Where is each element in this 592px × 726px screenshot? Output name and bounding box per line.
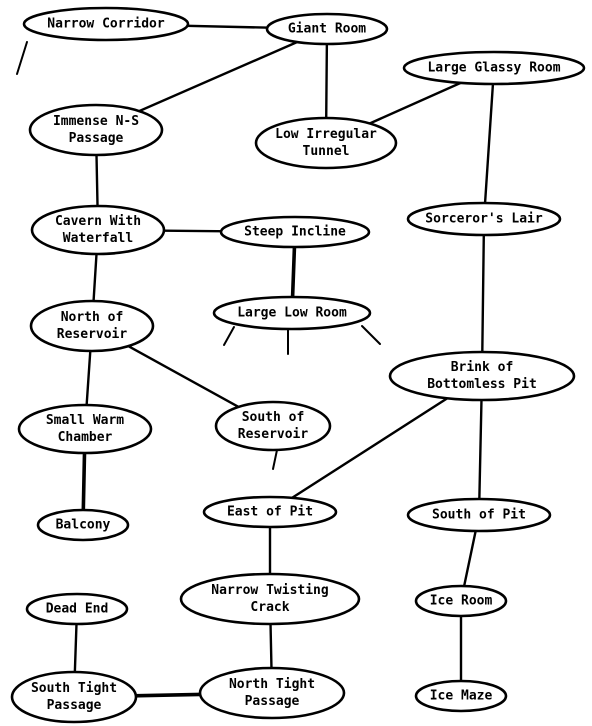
room-label: South Tight <box>31 681 117 696</box>
room-steep-incline: Steep Incline <box>219 215 371 249</box>
room-ice-room: Ice Room <box>414 584 508 618</box>
room-label: Steep Incline <box>244 225 346 240</box>
room-oval <box>202 495 338 529</box>
room-oval <box>214 400 332 452</box>
connection-large-glassy-room-to-sorcerors-lair <box>482 66 496 221</box>
room-narrow-corridor: Narrow Corridor <box>22 6 190 42</box>
room-giant-room: Giant Room <box>265 12 389 46</box>
room-label: Dead End <box>46 602 109 617</box>
room-oval <box>406 201 562 237</box>
room-oval <box>29 299 155 353</box>
passage-stub-1 <box>16 41 28 75</box>
room-oval <box>36 508 130 542</box>
room-large-glassy-room: Large Glassy Room <box>402 50 586 86</box>
room-label: Large Low Room <box>237 306 347 321</box>
room-oval <box>179 572 361 626</box>
room-label: Narrow Corridor <box>47 17 165 32</box>
room-label: Low Irregular <box>275 127 377 142</box>
room-label: South of Pit <box>432 508 526 523</box>
room-label: Crack <box>250 600 289 615</box>
passage-stub-5 <box>272 449 278 470</box>
room-label: Balcony <box>56 518 111 533</box>
room-label: Chamber <box>58 430 113 445</box>
room-north-of-reservoir: North of Reservoir <box>29 299 155 353</box>
room-dead-end: Dead End <box>25 592 129 626</box>
room-south-of-pit: South of Pit <box>406 497 552 533</box>
room-east-of-pit: East of Pit <box>202 495 338 529</box>
room-label: Tunnel <box>303 144 350 159</box>
room-label: Waterfall <box>63 231 133 246</box>
room-label: Large Glassy Room <box>427 61 560 76</box>
room-oval <box>406 497 552 533</box>
room-oval <box>198 666 346 720</box>
room-oval <box>28 103 164 157</box>
room-label: North of <box>61 310 124 325</box>
room-label: Small Warm <box>46 413 124 428</box>
room-label: Reservoir <box>57 327 128 342</box>
room-label: North Tight <box>229 677 315 692</box>
room-label: East of Pit <box>227 505 313 520</box>
room-label: Ice Maze <box>430 689 493 704</box>
dead-end-stubs <box>16 41 381 470</box>
room-label: Ice Room <box>430 594 493 609</box>
passage-stub-2 <box>223 326 235 346</box>
room-oval <box>414 679 508 713</box>
room-oval <box>402 50 586 86</box>
connection-sorcerors-lair-to-brink-of-bottomless-pit <box>480 217 486 378</box>
room-oval <box>22 6 190 42</box>
room-oval <box>212 295 372 331</box>
room-oval <box>17 403 153 455</box>
room-label: Passage <box>245 694 300 709</box>
room-label: Giant Room <box>288 22 366 37</box>
room-immense-ns-passage: Immense N-S Passage <box>28 103 164 157</box>
room-oval <box>265 12 389 46</box>
room-large-low-room: Large Low Room <box>212 295 372 331</box>
room-label: Sorceror's Lair <box>425 212 543 227</box>
room-ice-maze: Ice Maze <box>414 679 508 713</box>
room-south-of-reservoir: South of Reservoir <box>214 400 332 452</box>
room-oval <box>30 204 166 256</box>
room-oval <box>25 592 129 626</box>
room-balcony: Balcony <box>36 508 130 542</box>
room-oval <box>219 215 371 249</box>
room-oval <box>10 670 138 724</box>
room-oval <box>414 584 508 618</box>
room-oval <box>388 350 576 402</box>
room-sorcerors-lair: Sorceror's Lair <box>406 201 562 237</box>
room-label: Narrow Twisting <box>211 583 328 598</box>
room-label: Immense N-S <box>53 114 139 129</box>
room-label: Reservoir <box>238 427 309 442</box>
room-label: Passage <box>47 698 102 713</box>
room-brink-of-bottomless-pit: Brink of Bottomless Pit <box>388 350 576 402</box>
room-label: Cavern With <box>55 214 141 229</box>
room-oval <box>254 116 398 170</box>
passage-stub-4 <box>361 325 381 345</box>
room-label: South of <box>242 410 305 425</box>
room-label: Passage <box>69 131 124 146</box>
room-label: Bottomless Pit <box>427 377 537 392</box>
room-label: Brink of <box>451 360 514 375</box>
